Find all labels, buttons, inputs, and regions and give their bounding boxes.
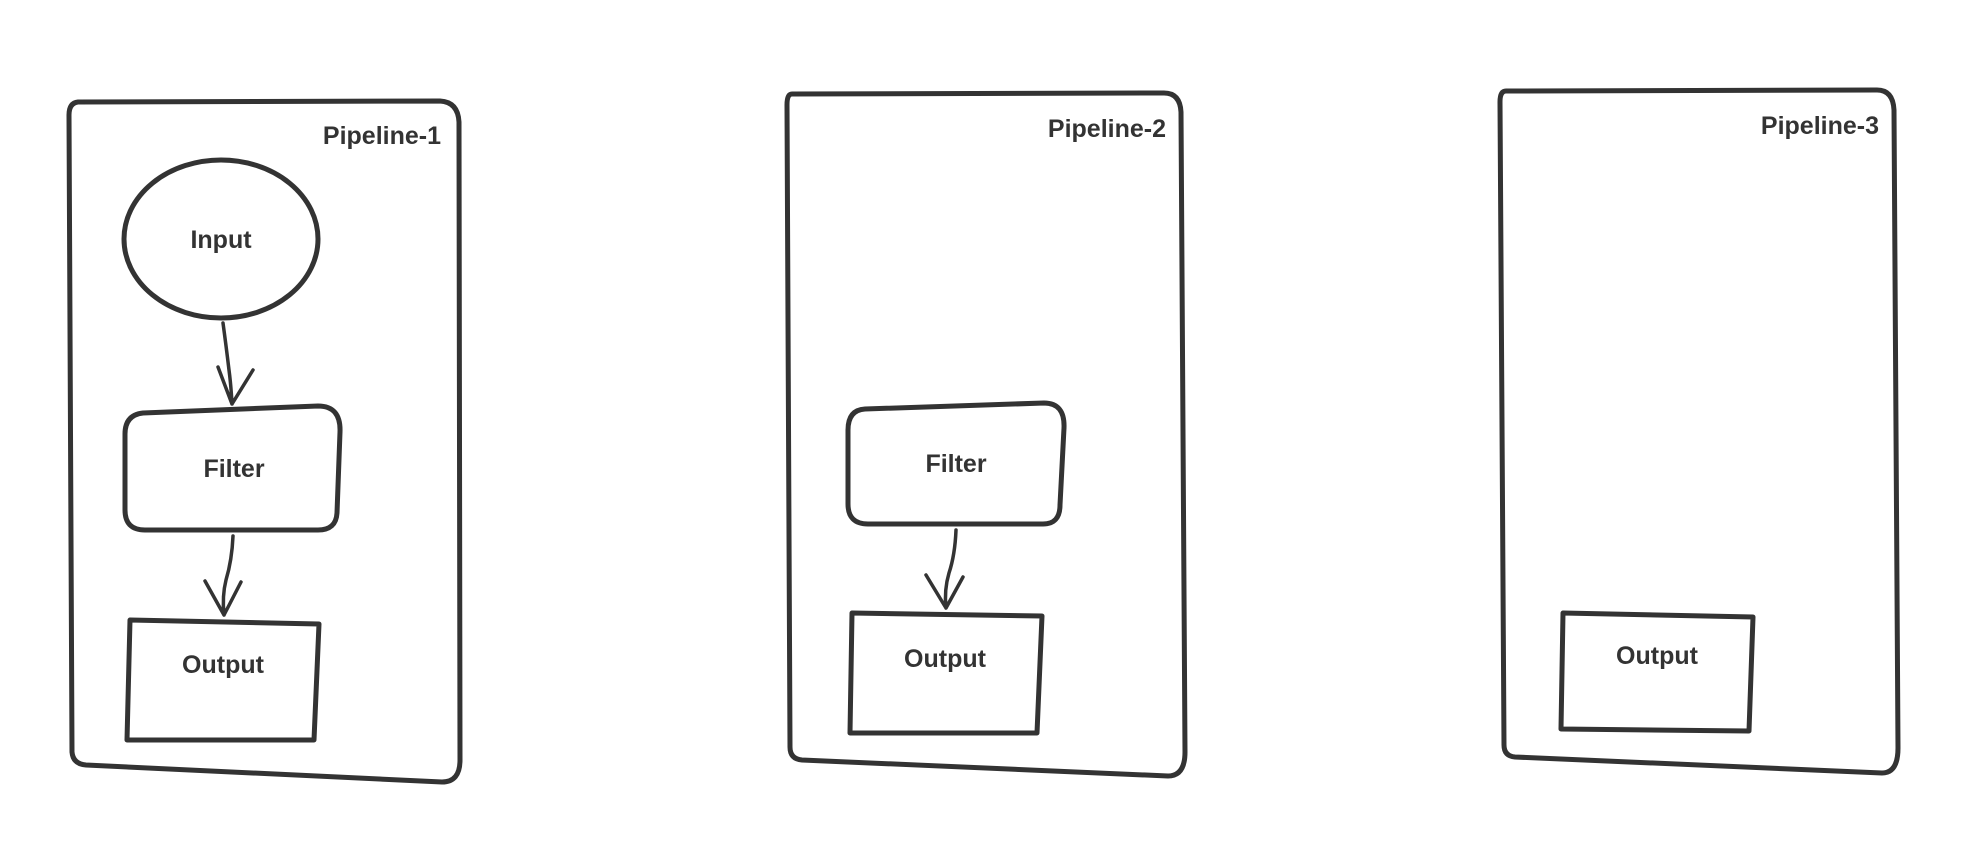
pipeline-3-title: Pipeline-3	[1761, 112, 1879, 140]
pipeline-1-arrow-input-to-filter	[216, 321, 255, 406]
pipeline-1-output-node[interactable]	[124, 617, 322, 743]
pipeline-1-input-node[interactable]	[121, 157, 321, 321]
pipeline-1-title: Pipeline-1	[323, 122, 441, 150]
pipeline-3-group: Pipeline-3 Output	[1497, 87, 1901, 776]
pipeline-2-container[interactable]	[784, 90, 1188, 779]
pipeline-2-group: Pipeline-2 Filter Output	[784, 90, 1188, 779]
pipeline-2-output-label: Output	[904, 645, 987, 673]
pipeline-1-group: Pipeline-1 Input Filter Output	[66, 98, 463, 785]
pipeline-2-filter-node[interactable]	[845, 400, 1067, 527]
pipeline-2-title: Pipeline-2	[1048, 115, 1166, 143]
pipeline-1-input-label: Input	[190, 226, 252, 254]
pipeline-1-filter-node[interactable]	[122, 403, 343, 533]
pipeline-3-output-node[interactable]	[1558, 610, 1756, 734]
pipeline-2-arrow-filter-to-output	[924, 528, 965, 610]
pipeline-2-filter-label: Filter	[925, 450, 986, 478]
pipeline-3-container[interactable]	[1497, 87, 1901, 776]
pipeline-3-output-label: Output	[1616, 642, 1699, 670]
pipeline-1-arrow-filter-to-output	[203, 534, 243, 617]
pipeline-1-container[interactable]	[66, 98, 463, 785]
pipeline-1-filter-label: Filter	[203, 455, 264, 483]
pipeline-2-output-node[interactable]	[847, 610, 1045, 736]
pipeline-1-output-label: Output	[182, 651, 265, 679]
